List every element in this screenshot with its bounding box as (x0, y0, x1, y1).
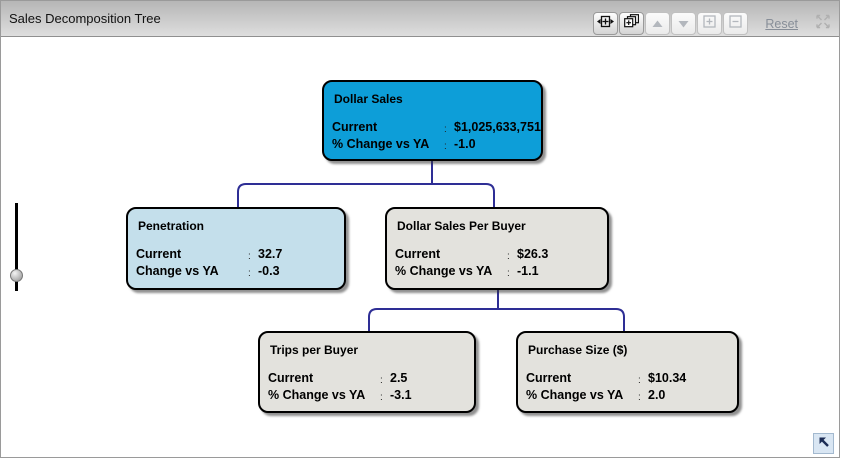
node-title: Trips per Buyer (270, 343, 359, 357)
zoom-slider (7, 201, 27, 295)
colon-separator: : (444, 124, 447, 135)
expand-horizontal-button[interactable] (593, 12, 619, 35)
metric-label: % Change vs YA (332, 137, 430, 151)
node-metric-row: Change vs YA : -0.3 (136, 263, 336, 280)
triangle-down-icon (678, 15, 689, 33)
zoom-slider-handle[interactable] (10, 269, 23, 282)
node-metric-row: % Change vs YA : 2.0 (526, 387, 729, 404)
colon-separator: : (507, 251, 510, 262)
cascade-windows-button[interactable] (619, 12, 645, 35)
colon-separator: : (638, 392, 641, 403)
metric-label: % Change vs YA (268, 388, 366, 402)
metric-label: % Change vs YA (526, 388, 624, 402)
node-title: Dollar Sales (334, 92, 403, 106)
node-metric-row: Current : $1,025,633,751 (332, 119, 541, 136)
plus-box-icon (703, 14, 716, 33)
metric-value: $26.3 (517, 247, 549, 261)
colon-separator: : (507, 268, 510, 279)
zoom-out-button[interactable] (723, 12, 749, 35)
minus-box-icon (729, 14, 742, 33)
metric-value: 32.7 (258, 247, 283, 261)
node-title: Dollar Sales Per Buyer (397, 219, 526, 233)
metric-label: Current (136, 247, 182, 261)
metric-value: -1.1 (517, 264, 539, 278)
node-metric-row: % Change vs YA : -1.0 (332, 136, 533, 153)
metric-value: -0.3 (258, 264, 280, 278)
colon-separator: : (380, 392, 383, 403)
node-metric-row: % Change vs YA : -3.1 (268, 387, 466, 404)
pan-to-origin-button[interactable] (813, 433, 834, 454)
colon-separator: : (248, 268, 251, 279)
node-title: Penetration (138, 219, 205, 233)
metric-value: -1.0 (454, 137, 476, 151)
colon-separator: : (444, 141, 447, 152)
move-up-button[interactable] (645, 12, 671, 35)
triangle-up-icon (652, 15, 663, 33)
zoom-in-button[interactable] (697, 12, 723, 35)
tree-node-purchase-size[interactable]: Purchase Size ($) Current : $10.34 % Cha… (516, 331, 739, 413)
metric-value: $10.34 (648, 371, 687, 385)
metric-value: 2.0 (648, 388, 666, 402)
node-metric-row: Current : 32.7 (136, 246, 336, 263)
page-title: Sales Decomposition Tree (9, 11, 161, 26)
metric-label: Current (526, 371, 572, 385)
metric-label: Current (332, 120, 378, 134)
toolbar: Reset (592, 12, 832, 35)
tree-node-trips-per-buyer[interactable]: Trips per Buyer Current : 2.5 % Change v… (258, 331, 476, 413)
metric-label: Current (268, 371, 314, 385)
reset-link[interactable]: Reset (765, 16, 798, 31)
metric-value: 2.5 (390, 371, 408, 385)
metric-label: % Change vs YA (395, 264, 493, 278)
cascade-windows-icon (624, 14, 640, 33)
arrow-up-left-icon (817, 435, 830, 453)
header-bar: Sales Decomposition Tree (1, 1, 839, 37)
node-metric-row: % Change vs YA : -1.1 (395, 263, 599, 280)
expand-horizontal-icon (597, 15, 615, 33)
collapse-arrows-icon (815, 14, 831, 34)
colon-separator: : (380, 375, 383, 386)
metric-label: Change vs YA (136, 264, 219, 278)
node-metric-row: Current : $10.34 (526, 370, 729, 387)
tree-node-penetration[interactable]: Penetration Current : 32.7 Change vs YA … (126, 207, 346, 290)
zoom-slider-track[interactable] (15, 203, 18, 291)
colon-separator: : (638, 375, 641, 386)
tree-node-dollar-sales-per-buyer[interactable]: Dollar Sales Per Buyer Current : $26.3 %… (385, 207, 609, 290)
collapse-button[interactable] (814, 14, 832, 34)
move-down-button[interactable] (671, 12, 697, 35)
node-metric-row: Current : $26.3 (395, 246, 599, 263)
node-title: Purchase Size ($) (528, 343, 628, 357)
metric-value: $1,025,633,751 (454, 120, 541, 134)
metric-value: -3.1 (390, 388, 412, 402)
node-metric-row: Current : 2.5 (268, 370, 466, 387)
tree-node-dollar-sales[interactable]: Dollar Sales Current : $1,025,633,751 % … (322, 80, 543, 161)
colon-separator: : (248, 251, 251, 262)
tree-canvas: Dollar Sales Current : $1,025,633,751 % … (1, 37, 839, 457)
metric-label: Current (395, 247, 441, 261)
